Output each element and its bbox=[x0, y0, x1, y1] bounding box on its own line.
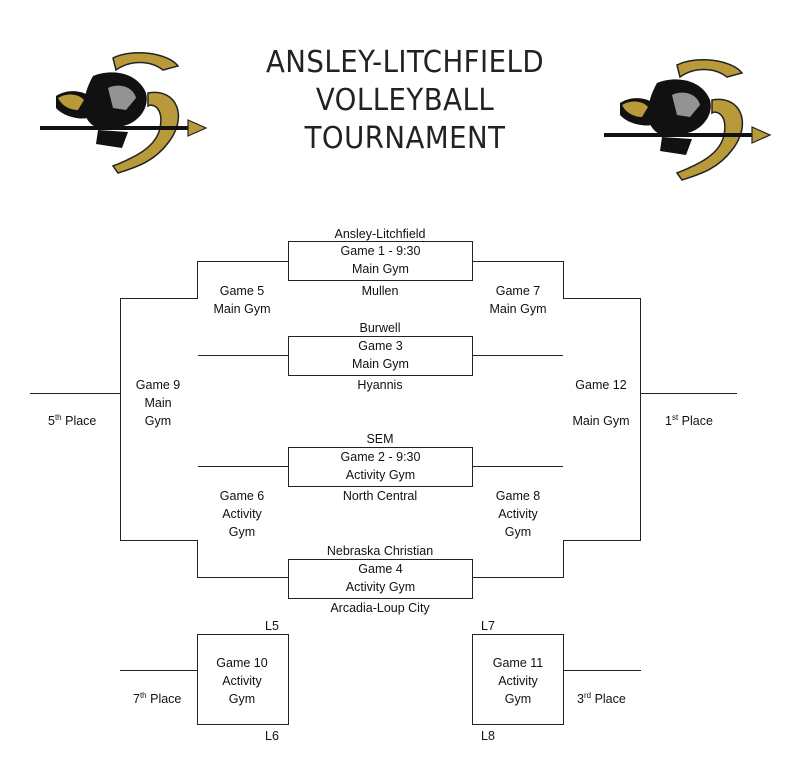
game10-place1: Activity bbox=[222, 674, 262, 688]
team-hyannis: Hyannis bbox=[357, 378, 403, 392]
third-place-text: Place bbox=[594, 692, 626, 706]
game1-box: Game 1 - 9:30 Main Gym bbox=[288, 241, 473, 281]
game8-place2: Gym bbox=[504, 525, 532, 539]
title-line-2: VOLLEYBALL bbox=[315, 83, 495, 118]
game11-place2: Gym bbox=[504, 692, 532, 706]
game12-place: Main Gym bbox=[572, 414, 630, 428]
third-place-suffix: rd bbox=[583, 690, 592, 700]
game1-place: Main Gym bbox=[352, 262, 409, 276]
game8-label: Game 8 Activity Gym bbox=[496, 487, 540, 541]
fifth-place-suffix: th bbox=[54, 412, 62, 422]
seventh-place-line bbox=[120, 670, 197, 671]
team-sem: SEM bbox=[366, 432, 394, 446]
game4-box: Game 4 Activity Gym bbox=[288, 559, 473, 599]
game9-place2: Gym bbox=[144, 414, 172, 428]
seventh-place-suffix: th bbox=[139, 690, 147, 700]
game1-name: Game 1 - 9:30 bbox=[340, 244, 421, 258]
game9-place1: Main bbox=[144, 396, 172, 410]
loser-game7-label: L7 bbox=[481, 619, 495, 633]
loser-game5-label: L5 bbox=[265, 619, 279, 633]
game8-place1: Activity bbox=[498, 507, 538, 521]
team-north-central: North Central bbox=[342, 489, 418, 503]
game8-name: Game 8 bbox=[495, 489, 541, 503]
game3-place: Main Gym bbox=[352, 357, 409, 371]
first-place-num: 1 bbox=[665, 414, 672, 428]
game6-place2: Gym bbox=[228, 525, 256, 539]
game12-name: Game 12 bbox=[575, 378, 627, 392]
game4-place: Activity Gym bbox=[345, 580, 416, 594]
team-nebraska-christian: Nebraska Christian bbox=[326, 544, 434, 558]
loser-game6-label: L6 bbox=[265, 729, 279, 743]
fifth-place-line bbox=[30, 393, 120, 394]
seventh-place-text: Place bbox=[150, 692, 182, 706]
spartan-logo-left bbox=[40, 51, 208, 174]
spartan-icon bbox=[40, 51, 208, 174]
game6-label: Game 6 Activity Gym bbox=[220, 487, 264, 541]
seventh-place-num: 7 bbox=[133, 692, 140, 706]
team-ansley-litchfield: Ansley-Litchfield bbox=[334, 227, 426, 241]
third-place-line bbox=[564, 670, 641, 671]
game8-bracket bbox=[472, 466, 564, 578]
game10-label: Game 10 Activity Gym bbox=[216, 654, 267, 708]
game6-place1: Activity bbox=[222, 507, 262, 521]
game3-name: Game 3 bbox=[358, 339, 403, 353]
game6-bracket bbox=[197, 466, 289, 578]
first-place-text: Place bbox=[681, 414, 713, 428]
fifth-place-label: 5th Place bbox=[48, 412, 96, 430]
game4-name: Game 4 bbox=[358, 562, 403, 576]
game5-bracket bbox=[197, 261, 289, 356]
first-place-suffix: st bbox=[671, 412, 679, 422]
third-place-label: 3rd Place bbox=[577, 690, 626, 708]
game7-name: Game 7 bbox=[495, 284, 541, 298]
first-place-label: 1st Place bbox=[665, 412, 713, 430]
title-line-3: TOURNAMENT bbox=[304, 121, 506, 156]
game7-place: Main Gym bbox=[489, 302, 547, 316]
game12-bracket bbox=[563, 298, 641, 541]
game5-place: Main Gym bbox=[213, 302, 271, 316]
team-burwell: Burwell bbox=[359, 321, 401, 335]
game5-name: Game 5 bbox=[219, 284, 265, 298]
game2-place: Activity Gym bbox=[345, 468, 416, 482]
game7-bracket bbox=[472, 261, 564, 356]
fifth-place-num: 5 bbox=[48, 414, 55, 428]
team-arcadia-loup-city: Arcadia-Loup City bbox=[330, 601, 430, 615]
game10-bracket bbox=[197, 634, 289, 725]
tournament-title: ANSLEY-LITCHFIELD VOLLEYBALL TOURNAMENT bbox=[235, 44, 575, 158]
game2-name: Game 2 - 9:30 bbox=[340, 450, 421, 464]
spartan-logo-right bbox=[604, 58, 772, 181]
game11-name: Game 11 bbox=[492, 656, 544, 670]
first-place-line bbox=[641, 393, 737, 394]
game10-place2: Gym bbox=[228, 692, 256, 706]
game11-bracket bbox=[472, 634, 564, 725]
spartan-icon bbox=[604, 58, 772, 181]
game2-box: Game 2 - 9:30 Activity Gym bbox=[288, 447, 473, 487]
fifth-place-text: Place bbox=[65, 414, 97, 428]
game6-name: Game 6 bbox=[219, 489, 265, 503]
game7-label: Game 7 Main Gym bbox=[490, 282, 547, 318]
seventh-place-label: 7th Place bbox=[133, 690, 181, 708]
game5-label: Game 5 Main Gym bbox=[214, 282, 271, 318]
game11-place1: Activity bbox=[498, 674, 538, 688]
game3-box: Game 3 Main Gym bbox=[288, 336, 473, 376]
title-line-1: ANSLEY-LITCHFIELD bbox=[265, 45, 545, 80]
game10-name: Game 10 bbox=[216, 656, 268, 670]
loser-game8-label: L8 bbox=[481, 729, 495, 743]
game9-label: Game 9 Main Gym bbox=[136, 376, 180, 430]
game9-bracket bbox=[120, 298, 198, 541]
game9-name: Game 9 bbox=[135, 378, 181, 392]
game11-label: Game 11 Activity Gym bbox=[493, 654, 544, 708]
team-mullen: Mullen bbox=[361, 284, 399, 298]
third-place-num: 3 bbox=[577, 692, 584, 706]
